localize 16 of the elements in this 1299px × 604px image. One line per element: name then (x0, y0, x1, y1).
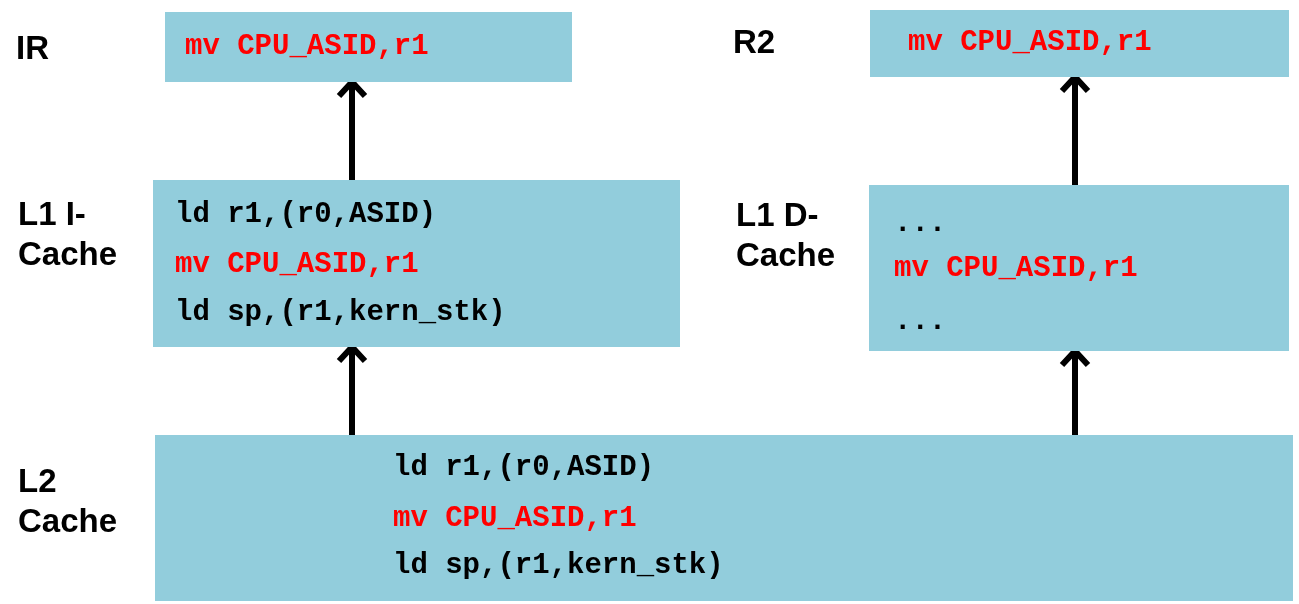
code-line: ... (894, 305, 947, 339)
code-line: mv CPU_ASID,r1 (894, 252, 1138, 286)
code-line: ld sp,(r1,kern_stk) (175, 296, 506, 330)
code-line: ld r1,(r0,ASID) (393, 451, 655, 485)
box-heading: L2 Cache (18, 461, 119, 541)
box-heading: R2 (733, 22, 777, 62)
box-heading: L1 I- Cache (18, 194, 119, 274)
code-line: mv CPU_ASID,r1 (185, 30, 429, 64)
code-line: ld r1,(r0,ASID) (175, 198, 437, 232)
box-heading: IR (16, 28, 50, 68)
box-heading: L1 D- Cache (736, 195, 837, 275)
code-line: mv CPU_ASID,r1 (393, 502, 637, 536)
code-line: ld sp,(r1,kern_stk) (393, 549, 724, 583)
code-line: mv CPU_ASID,r1 (908, 26, 1152, 60)
code-line: mv CPU_ASID,r1 (175, 248, 419, 282)
code-line: ... (894, 207, 947, 241)
